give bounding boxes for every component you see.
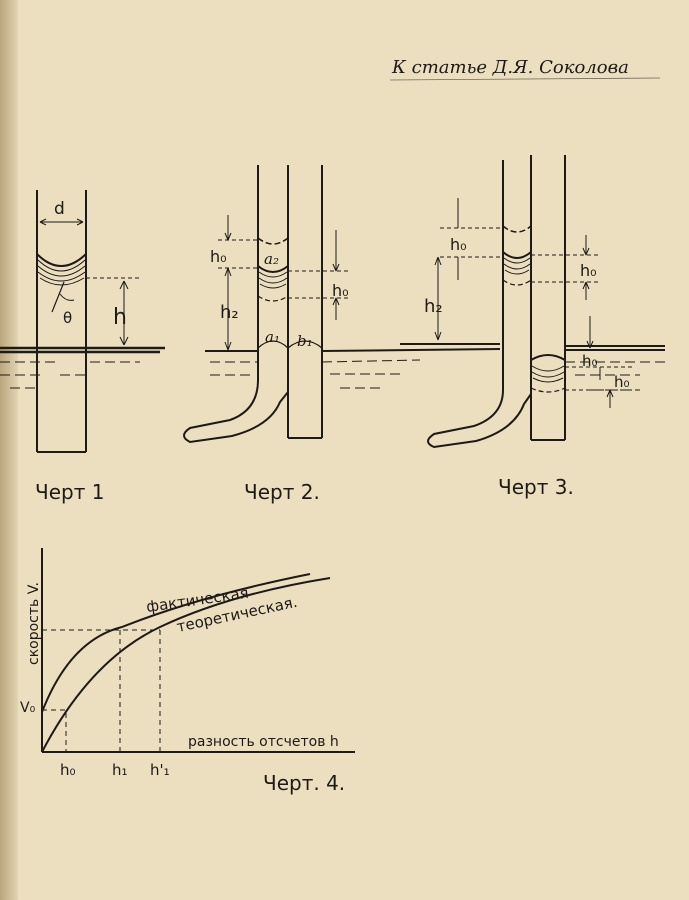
fig2-label-h0-right: h₀ <box>332 281 349 300</box>
fig3-label-h0-right: h₀ <box>580 261 597 280</box>
header-caption: К статье Д.Я. Соколова <box>391 57 629 78</box>
header-underline <box>389 77 661 81</box>
figure-3: h₀ h₂ h₀ h₀ h₀ Черт 3. <box>424 155 635 499</box>
figure-1: d θ h Черт 1 <box>35 190 140 504</box>
fig4-caption: Черт. 4. <box>263 771 345 795</box>
fig4-xtick-h1-prime: h'₁ <box>150 761 170 779</box>
fig3-label-h2: h₂ <box>424 296 443 317</box>
fig3-label-h0-lower2: h₀ <box>614 373 630 391</box>
figure-4: скорость V. разность отсчетов h фактичес… <box>20 548 355 795</box>
fig1-label-h: h <box>113 305 127 330</box>
fig2-label-a1: a₁ <box>265 328 280 346</box>
fig2-label-b1: b₁ <box>297 332 313 350</box>
fig4-ylabel: скорость V. <box>26 582 42 665</box>
fig4-ytick-v0: V₀ <box>20 700 36 716</box>
fig3-caption: Черт 3. <box>498 475 574 499</box>
fig4-xtick-h0: h₀ <box>60 761 76 779</box>
fig2-label-a2: a₂ <box>264 250 279 268</box>
fig4-guide-h1 <box>42 629 161 752</box>
fig4-xtick-h1: h₁ <box>112 761 128 779</box>
fig2-caption: Черт 2. <box>244 480 320 504</box>
fig3-label-h0-left: h₀ <box>450 235 467 254</box>
fig1-label-theta: θ <box>63 309 72 327</box>
fig3-label-h0-lower1: h₀ <box>582 352 598 370</box>
figure-2: h₀ h₂ a₂ a₁ b₁ h₀ Черт 2. <box>183 165 350 504</box>
fig1-caption: Черт 1 <box>35 480 104 504</box>
fig4-curve-actual <box>41 573 311 713</box>
fig1-label-d: d <box>54 199 65 219</box>
fig2-label-h0: h₀ <box>210 247 227 266</box>
fig4-xlabel: разность отсчетов h <box>188 734 339 750</box>
fig2-label-h2: h₂ <box>220 302 239 323</box>
fig4-curve-theoretical <box>41 577 331 753</box>
